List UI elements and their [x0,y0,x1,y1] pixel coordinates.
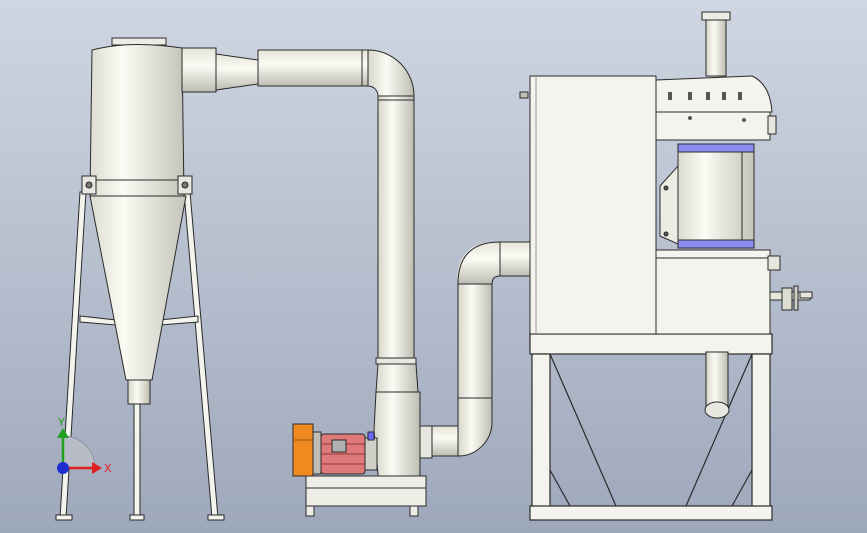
return-duct[interactable] [419,241,531,459]
cyclone-separator[interactable] [55,37,225,521]
cyclone-inlet [181,47,217,93]
mill-unit[interactable] [519,11,813,521]
cyclone-dust-outlet [127,379,151,405]
mill-cabinet [529,75,657,335]
y-axis-label: Y [57,416,65,429]
side-flange [769,285,813,311]
grinding-chamber [677,149,755,245]
discharge-spout [705,351,729,407]
cyclone-barrel [89,43,185,197]
mill-head [655,111,771,141]
cyclone-cone [89,195,187,381]
mill-stand [529,333,773,521]
coordinate-triad: X Y [57,416,112,475]
junction-box [292,423,314,477]
motor-end-cap [312,431,322,475]
blower-assembly[interactable] [292,363,428,517]
x-axis-label: X [104,462,112,475]
feed-chute [705,17,727,77]
top-duct[interactable] [215,49,417,365]
